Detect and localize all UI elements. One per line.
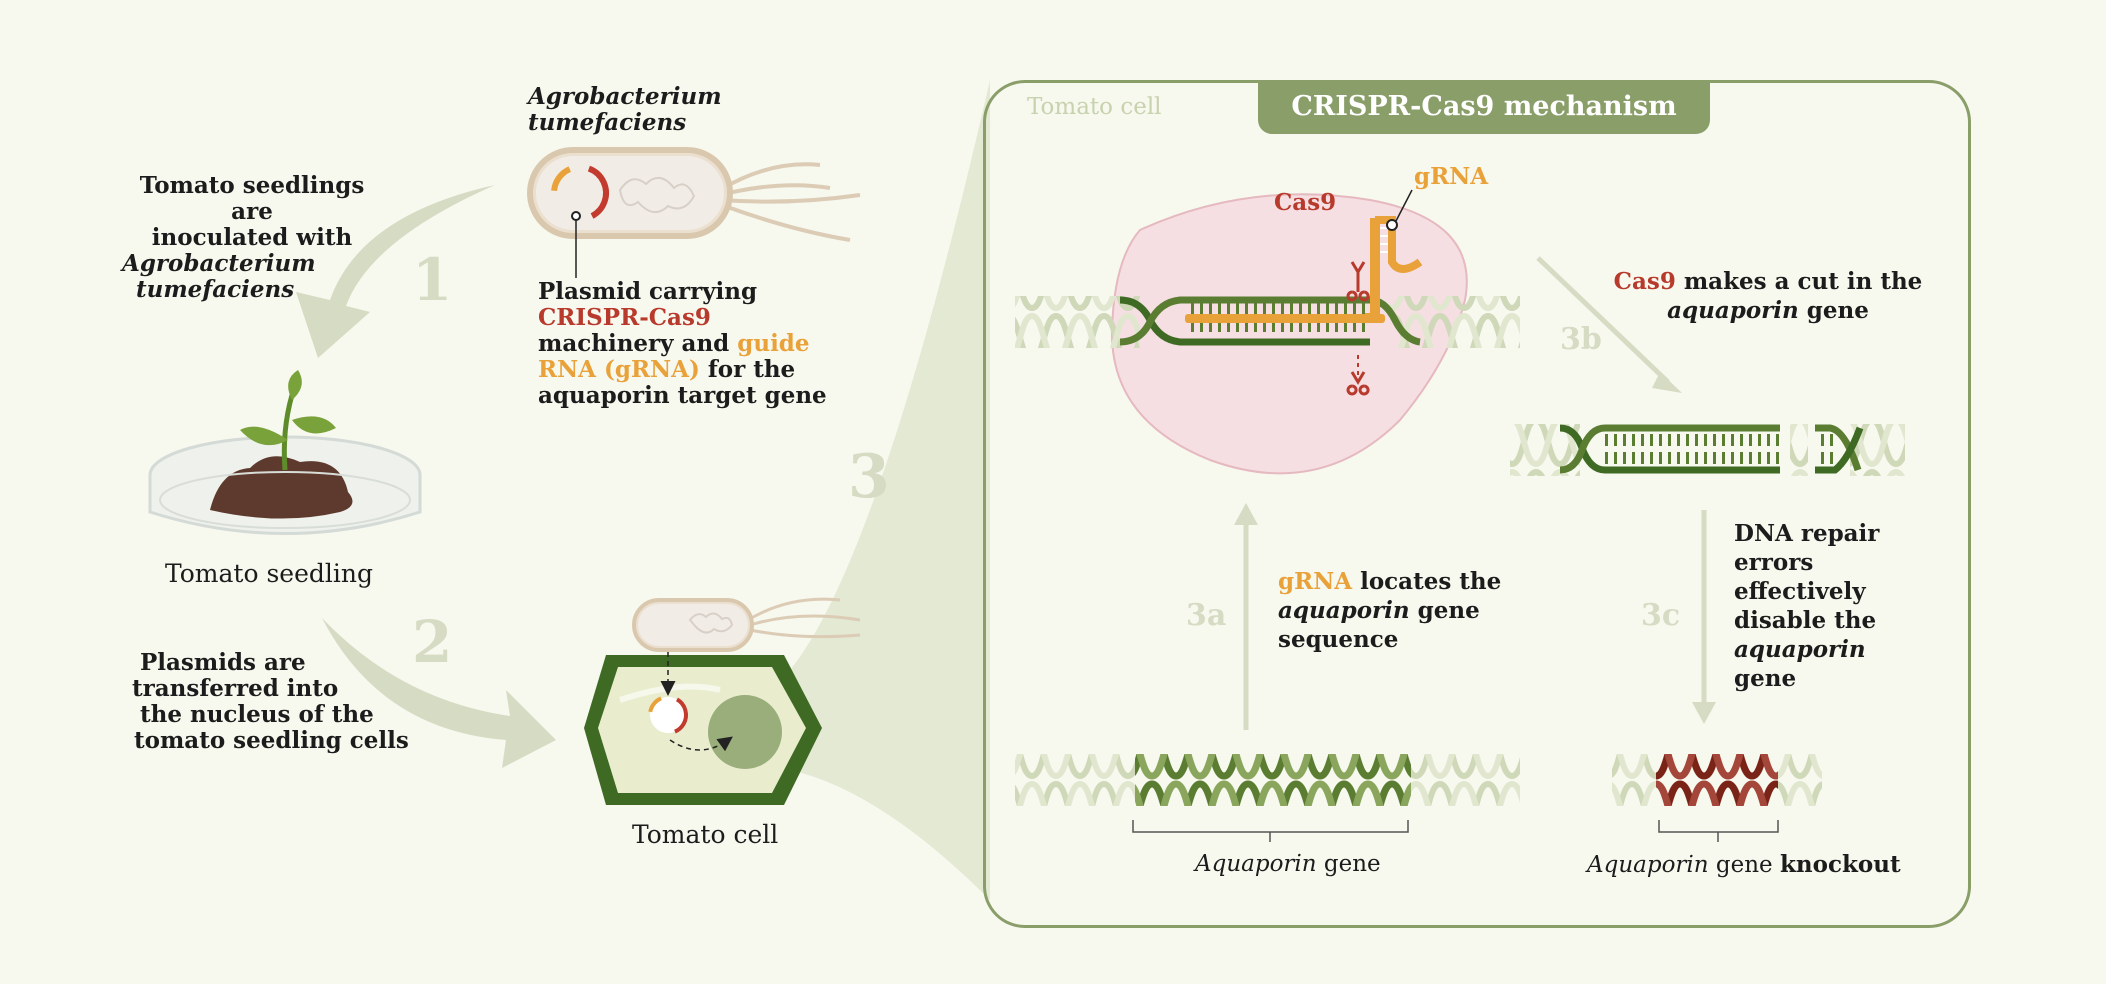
step3b-cas9: Cas9	[1613, 268, 1676, 295]
step3b-part2: makes a cut in the	[1675, 268, 1923, 295]
step3a-text: gRNA locates the aquaporin gene sequence	[1278, 567, 1501, 654]
bacterium-genus: Agrobacterium	[528, 83, 722, 110]
step3c-line5: aquaporin	[1734, 636, 1866, 663]
cut-dna-strand	[1510, 424, 1905, 476]
seedling-caption: Tomato seedling	[165, 559, 373, 588]
step3-number: 3	[848, 442, 890, 512]
agrobacterium-icon	[527, 147, 861, 278]
step2-line2: transferred into	[132, 675, 339, 702]
step3c-line3: effectively	[1734, 578, 1866, 605]
plasmid-line2: CRISPR-Cas9	[538, 304, 711, 331]
knockout-caption: Aquaporin gene knockout	[1587, 851, 1901, 878]
bacterium-species: tumefaciens	[528, 109, 687, 136]
step3c-number: 3c	[1641, 598, 1681, 633]
knockout-caption-rest: gene	[1708, 852, 1780, 878]
bacterium-name: Agrobacterium tumefaciens	[528, 84, 722, 136]
step2-number: 2	[412, 608, 453, 676]
gene-caption-italic: Aquaporin	[1195, 851, 1317, 877]
step2-line4: tomato seedling cells	[134, 727, 409, 754]
step1-text: Tomato seedlings are inoculated with Agr…	[122, 173, 382, 303]
step3a-number: 3a	[1186, 598, 1227, 633]
plasmid-line5: aquaporin target gene	[538, 382, 827, 409]
step3c-line1: DNA repair	[1734, 520, 1880, 547]
step2-arrow	[322, 618, 556, 768]
cas9-label: Cas9	[1274, 189, 1337, 216]
step3c-line6: gene	[1734, 665, 1797, 692]
panel-title: CRISPR-Cas9 mechanism	[1258, 80, 1710, 134]
step3c-line2: errors	[1734, 549, 1814, 576]
knockout-caption-bold: knockout	[1779, 851, 1901, 878]
step3b-text: Cas9 makes a cut in the aquaporin gene	[1608, 267, 1928, 325]
step3c-line4: disable the	[1734, 607, 1877, 634]
step1-arrow	[296, 185, 495, 358]
small-bacterium-icon	[632, 597, 861, 652]
crispr-panel-frame	[983, 80, 1971, 928]
dna-cas9-complex	[1015, 189, 1520, 396]
step3a-part5: sequence	[1278, 626, 1399, 653]
step3a-grna: gRNA	[1278, 568, 1353, 595]
cell-caption: Tomato cell	[632, 820, 779, 849]
plasmid-line3b: guide	[737, 330, 810, 357]
step2-line3: the nucleus of the	[140, 701, 374, 728]
gene-caption: Aquaporin gene	[1195, 851, 1381, 877]
step3a-aquaporin: aquaporin	[1278, 597, 1410, 624]
step1-line3: Agrobacterium	[122, 250, 316, 277]
gene-caption-rest: gene	[1316, 851, 1381, 877]
step3b-arrow	[1536, 256, 1682, 393]
step3a-part4: gene	[1409, 597, 1480, 624]
panel-corner-label: Tomato cell	[1027, 94, 1162, 120]
knockout-gene-dna	[1612, 754, 1822, 842]
step1-line2: inoculated with	[151, 224, 353, 251]
plasmid-line1: Plasmid carrying	[538, 278, 758, 305]
tomato-cell-icon	[584, 652, 822, 805]
aquaporin-gene-dna	[1015, 754, 1520, 842]
plasmid-line4a: RNA (gRNA)	[538, 356, 700, 383]
step3c-arrow	[1692, 510, 1716, 724]
step3b-part4: gene	[1798, 297, 1869, 324]
seedling-dish-icon	[148, 370, 422, 535]
step3b-aquaporin: aquaporin	[1667, 297, 1799, 324]
step3c-text: DNA repair errors effectively disable th…	[1734, 519, 1879, 693]
step3a-arrow	[1234, 503, 1258, 730]
step1-line1: Tomato seedlings are	[139, 172, 365, 225]
step1-number: 1	[412, 246, 453, 314]
step3a-part2: locates the	[1352, 568, 1502, 595]
knockout-caption-italic: Aquaporin	[1587, 852, 1709, 878]
step2-line1: Plasmids are	[140, 649, 306, 676]
plasmid-line3a: machinery and	[538, 330, 738, 357]
plasmid-label: Plasmid carrying CRISPR-Cas9 machinery a…	[538, 279, 827, 409]
grna-label: gRNA	[1414, 163, 1489, 190]
plasmid-line4b: for the	[699, 356, 796, 383]
step2-text: Plasmids are transferred into the nucleu…	[132, 650, 409, 754]
zoom-wedge	[790, 80, 990, 900]
step3b-number: 3b	[1560, 322, 1602, 357]
step1-line4: tumefaciens	[136, 276, 295, 303]
